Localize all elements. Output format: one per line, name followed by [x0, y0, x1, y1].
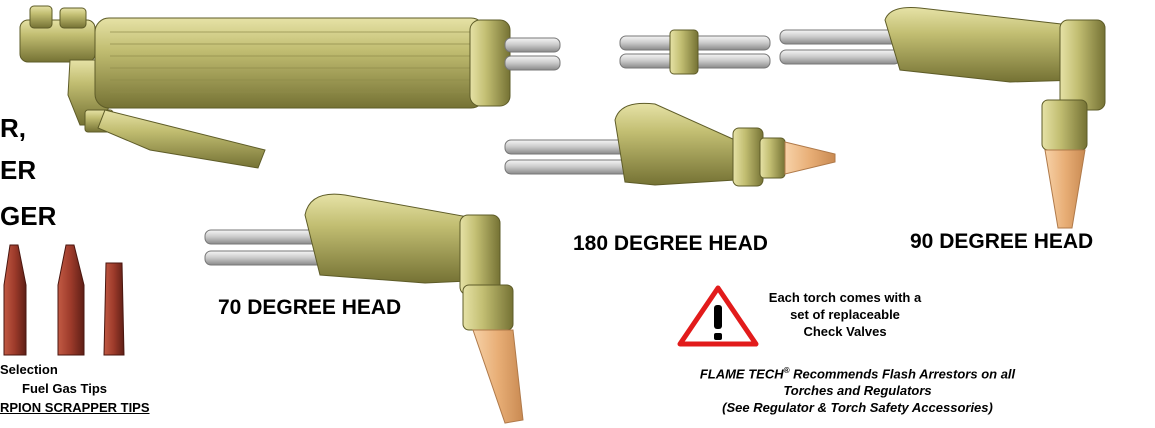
label-180-degree-head: 180 DEGREE HEAD: [573, 232, 768, 255]
check-valves-note: Each torch comes with a set of replaceab…: [760, 289, 930, 340]
tube-section-image: [619, 29, 771, 75]
recommendation-line3: (See Regulator & Torch Safety Accessorie…: [722, 400, 993, 416]
side-title-line3: GER: [0, 201, 57, 231]
check-valves-line1: Each torch comes with a: [768, 290, 922, 305]
check-valves-line2: set of replaceable: [790, 307, 900, 322]
head-90-image: [779, 7, 1106, 229]
recommendation-line1-rest: Recommends Flash Arrestors on all: [789, 366, 1016, 382]
tips-caption-line2: Fuel Gas Tips: [22, 381, 108, 396]
side-title-line2: ER: [0, 155, 37, 185]
brand-name: FLAME TECH: [699, 366, 784, 382]
side-title-line1: R,: [0, 113, 26, 143]
label-90-degree-head: 90 DEGREE HEAD: [910, 230, 1094, 253]
head-180-image: [504, 102, 836, 187]
check-valves-line3: Check Valves: [803, 324, 887, 339]
tips-caption-line1: Selection: [0, 362, 58, 377]
head-70-image: [204, 193, 524, 424]
warning-icon: [677, 285, 759, 347]
recommendation-line2: Torches and Regulators: [783, 383, 932, 399]
label-70-degree-head: 70 DEGREE HEAD: [218, 296, 402, 319]
torch-handle-image: [19, 5, 561, 169]
flash-arrestor-recommendation: FLAME TECH® Recommends Flash Arrestors o…: [600, 362, 1115, 416]
tips-caption-line3: RPION SCRAPPER TIPS: [0, 400, 150, 415]
recommendation-line1: FLAME TECH® Recommends Flash Arrestors o…: [600, 362, 1115, 382]
tips-image: [3, 244, 125, 356]
registered-mark: ®: [783, 366, 790, 375]
